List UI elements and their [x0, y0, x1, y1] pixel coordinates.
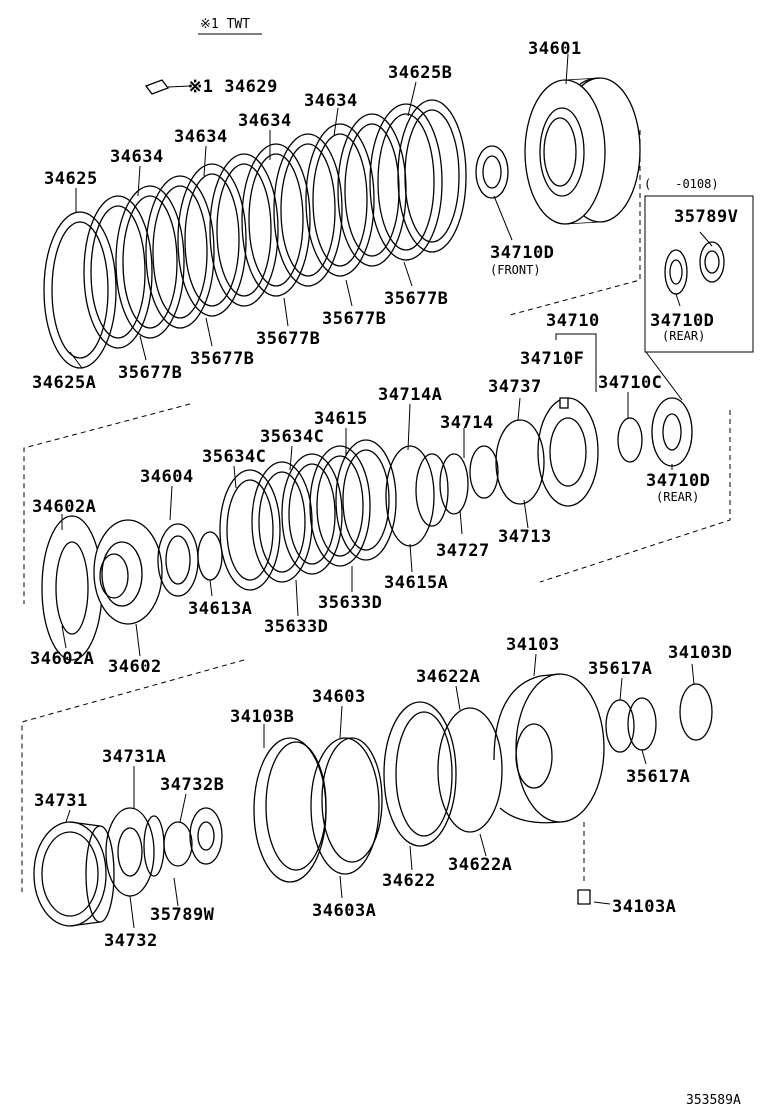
rear-variant-box: [644, 195, 754, 353]
inset-parts: [664, 241, 725, 295]
label-34714A: 34714A: [378, 385, 442, 405]
label-34103B: 34103B: [230, 707, 294, 727]
brake-piston-34622: [383, 701, 503, 847]
key-34629: [144, 79, 170, 95]
thrust-bearing-front: [475, 145, 509, 199]
label-34710D-rear-inset: 34710D: [650, 311, 714, 331]
label-34732B: 34732B: [160, 775, 224, 795]
label-34732: 34732: [104, 931, 158, 951]
label-35677B-d: 35677B: [322, 309, 386, 329]
label-34625A: 34625A: [32, 373, 96, 393]
label-35617A-b: 35617A: [626, 767, 690, 787]
label-34603A: 34603A: [312, 901, 376, 921]
label-34731: 34731: [34, 791, 88, 811]
label-34615A: 34615A: [384, 573, 448, 593]
label-34634-a: 34634: [304, 91, 358, 111]
label-34713: 34713: [498, 527, 552, 547]
label-35634C-a: 35634C: [260, 427, 324, 447]
piston-34602: [41, 515, 163, 661]
label-34625: 34625: [44, 169, 98, 189]
seal-rings-35617A: [605, 697, 657, 753]
clutch-plates-middle: [219, 439, 469, 591]
label-34103A: 34103A: [612, 897, 676, 917]
label-34629: ※1 34629: [188, 77, 278, 97]
planetary-gear-34737: [469, 397, 599, 507]
label-34615: 34615: [314, 409, 368, 429]
label-34602: 34602: [108, 657, 162, 677]
label-34714: 34714: [440, 413, 494, 433]
label-34634-c: 34634: [174, 127, 228, 147]
label-34731A: 34731A: [102, 747, 166, 767]
label-rear-note-inset: (REAR): [662, 329, 705, 343]
applicability-note: ( -0108): [644, 177, 719, 191]
seal-34103D: [679, 683, 713, 741]
label-34613A: 34613A: [188, 599, 252, 619]
label-34634-b: 34634: [238, 111, 292, 131]
label-34603: 34603: [312, 687, 366, 707]
label-34625B: 34625B: [388, 63, 452, 83]
label-35789V: 35789V: [674, 207, 738, 227]
washer-34710C: [617, 417, 643, 463]
label-34710F: 34710F: [520, 349, 584, 369]
label-35617A-a: 35617A: [588, 659, 652, 679]
header-note: ※1 TWT: [200, 17, 250, 32]
label-34602A-b: 34602A: [30, 649, 94, 669]
label-35677B-b: 35677B: [190, 349, 254, 369]
label-35677B-c: 35677B: [256, 329, 320, 349]
label-34737: 34737: [488, 377, 542, 397]
label-34622: 34622: [382, 871, 436, 891]
label-34103D: 34103D: [668, 643, 732, 663]
label-34634-d: 34634: [110, 147, 164, 167]
label-34710C: 34710C: [598, 373, 662, 393]
label-35677B-a: 35677B: [118, 363, 182, 383]
label-35677B-e: 35677B: [384, 289, 448, 309]
label-35633D-a: 35633D: [264, 617, 328, 637]
label-34604: 34604: [140, 467, 194, 487]
label-34601: 34601: [528, 39, 582, 59]
label-34602A-a: 34602A: [32, 497, 96, 517]
label-35633D-b: 35633D: [318, 593, 382, 613]
bolt-34103A: [577, 889, 591, 905]
snap-ring-34613A: [197, 531, 223, 581]
label-front-note: (FRONT): [490, 263, 541, 277]
label-35789W: 35789W: [150, 905, 215, 925]
label-34727: 34727: [436, 541, 490, 561]
brake-band-34603: [310, 737, 383, 875]
label-34710D-rear: 34710D: [646, 471, 710, 491]
label-34710D-front: 34710D: [490, 243, 554, 263]
label-35634C-b: 35634C: [202, 447, 266, 467]
footer-code: 353589A: [686, 1093, 741, 1108]
label-34622A-b: 34622A: [448, 855, 512, 875]
label-34103: 34103: [506, 635, 560, 655]
clutch-plates-top: [43, 99, 467, 369]
return-spring-34604: [157, 523, 199, 597]
bearing-34710D-rear: [651, 397, 693, 467]
label-34710: 34710: [546, 311, 600, 331]
case-34103: [493, 673, 605, 824]
snap-ring-34103B: [253, 737, 327, 883]
label-rear-note: (REAR): [656, 490, 699, 504]
label-34622A-a: 34622A: [416, 667, 480, 687]
leader-lines: [61, 53, 713, 929]
one-way-clutch-34732: [105, 807, 223, 897]
pin-34710F: [559, 397, 569, 409]
brake-hub-34731: [33, 821, 115, 927]
clutch-drum-34601: [524, 77, 641, 225]
